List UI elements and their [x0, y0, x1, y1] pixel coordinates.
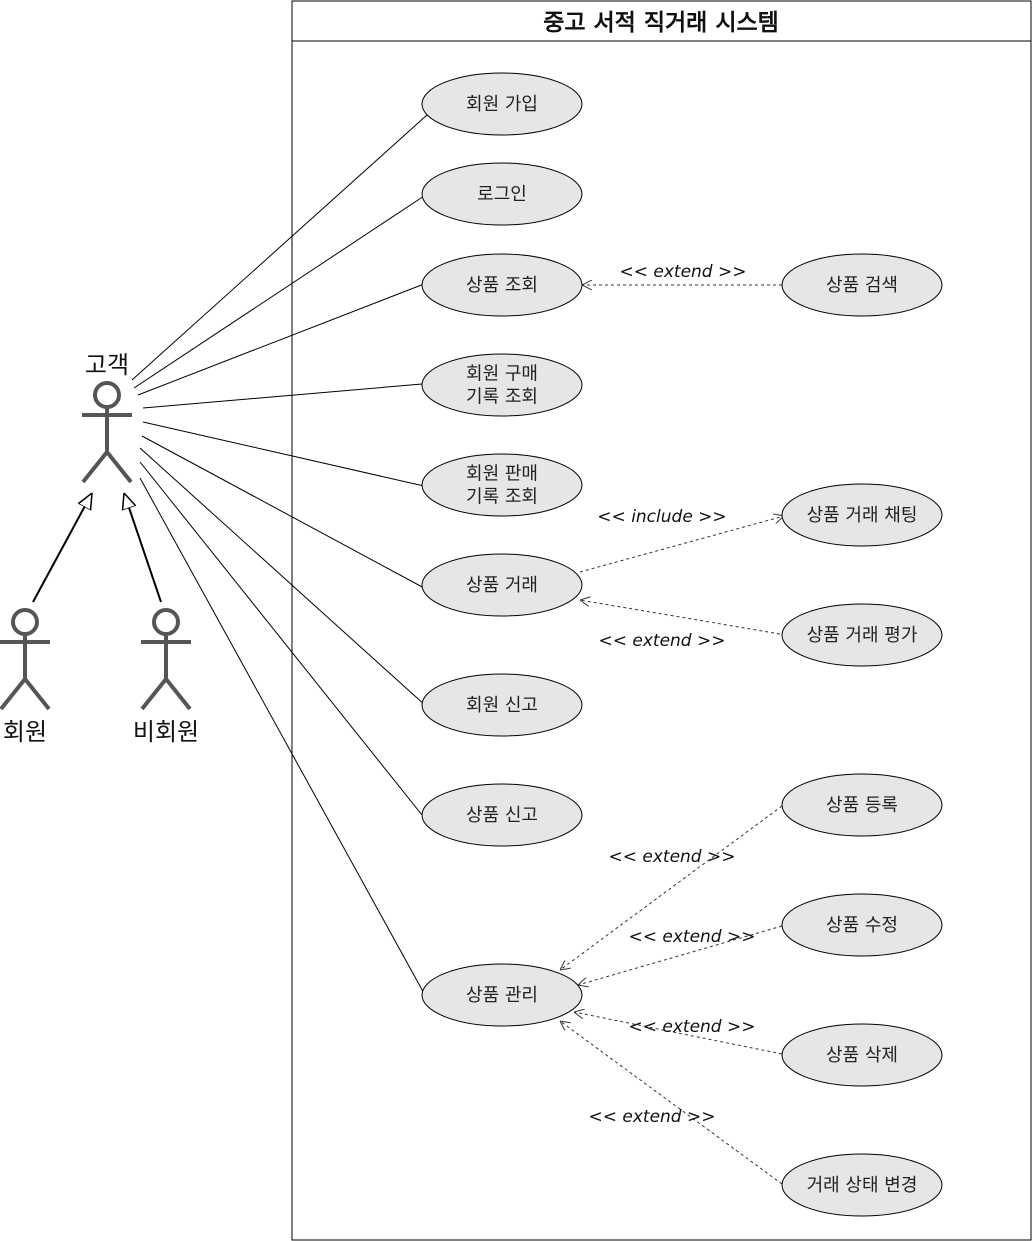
use-case-ellipse	[421, 553, 583, 617]
use-case-label: 상품 조회	[466, 275, 538, 296]
dependency-lines: << extend >> << include >> << extend >> << …	[560, 262, 784, 1185]
use-case-status[interactable]: 거래 상태 변경	[781, 1153, 943, 1217]
use-case-ellipse	[421, 963, 583, 1027]
extend-arrow-status	[560, 1021, 783, 1185]
use-case-label: 회원 신고	[466, 695, 538, 716]
use-case-edit[interactable]: 상품 수정	[781, 893, 943, 957]
use-case-trade[interactable]: 상품 거래	[421, 553, 583, 617]
actor-right-leg	[105, 450, 133, 484]
association-line-view	[137, 283, 425, 396]
use-case-view[interactable]: 상품 조회	[421, 253, 583, 317]
association-line-manage	[139, 477, 427, 998]
extend-label-edit: << extend >>	[629, 927, 756, 947]
include-label-trade: << include >>	[597, 507, 726, 527]
actor-label: 회원	[3, 718, 47, 746]
use-case-label: 상품 수정	[826, 915, 898, 936]
association-lines	[131, 114, 428, 998]
use-case-ellipse	[781, 773, 943, 837]
use-case-ellipse	[421, 783, 583, 847]
use-case-register[interactable]: 상품 등록	[781, 773, 943, 837]
use-case-ellipse	[781, 1023, 943, 1087]
use-case-ellipse	[421, 72, 583, 136]
use-case-report_member[interactable]: 회원 신고	[421, 673, 583, 737]
association-line-report_item	[139, 461, 427, 821]
association-line-trade	[141, 435, 427, 590]
use-case-ellipse	[421, 453, 583, 517]
extend-arrow-register	[560, 805, 783, 970]
association-line-signup	[131, 114, 428, 381]
use-case-label: 기록 조회	[466, 387, 538, 408]
use-case-rate[interactable]: 상품 거래 평가	[781, 603, 943, 667]
use-case-ellipse	[421, 253, 583, 317]
association-line-login	[133, 195, 425, 389]
use-case-label: 상품 관리	[466, 985, 538, 1006]
extend-label-delete: << extend >>	[629, 1017, 756, 1037]
use-case-ellipse	[421, 162, 583, 226]
extend-label-register: << extend >>	[609, 847, 736, 867]
use-case-ellipse	[781, 483, 943, 547]
system-title: 중고 서적 직거래 시스템	[543, 10, 779, 36]
actor-label: 비회원	[133, 718, 199, 746]
use-case-signup[interactable]: 회원 가입	[421, 72, 583, 136]
use-case-label: 상품 거래 평가	[807, 625, 918, 646]
use-case-login[interactable]: 로그인	[421, 162, 583, 226]
generalization-lines	[32, 493, 162, 603]
use-case-search[interactable]: 상품 검색	[781, 253, 943, 317]
use-case-label: 회원 판매	[466, 464, 538, 485]
extend-label-status: << extend >>	[589, 1107, 716, 1127]
use-case-chat[interactable]: 상품 거래 채팅	[781, 483, 943, 547]
actor-customer[interactable]: 고객	[81, 351, 133, 484]
extend-arrow-edit	[578, 925, 783, 985]
actor-member[interactable]: 회원	[0, 608, 51, 746]
actor-right-leg	[164, 677, 192, 711]
actor-head	[11, 608, 39, 636]
use-case-ellipse	[781, 893, 943, 957]
use-case-label: 거래 상태 변경	[807, 1175, 918, 1196]
actor-left-leg	[140, 677, 168, 711]
actor-right-leg	[23, 677, 51, 711]
use-case-label: 상품 등록	[826, 795, 898, 816]
actor-guest[interactable]: 비회원	[133, 608, 199, 746]
use-case-label: 상품 삭제	[826, 1045, 898, 1066]
use-case-ellipse	[421, 353, 583, 417]
member-generalization-arrow	[32, 493, 92, 603]
extend-arrow-rate	[580, 600, 781, 635]
use-case-ellipse	[781, 253, 943, 317]
use-case-report_item[interactable]: 상품 신고	[421, 783, 583, 847]
use-case-ellipse	[781, 1153, 943, 1217]
association-line-report_member	[139, 447, 427, 707]
include-arrow-trade	[579, 516, 784, 573]
actor-head	[93, 381, 121, 409]
use-case-label: 기록 조회	[466, 487, 538, 508]
actor-label: 고객	[85, 351, 129, 379]
use-case-ellipse	[421, 673, 583, 737]
use-case-label: 상품 거래	[466, 575, 538, 596]
use-case-manage[interactable]: 상품 관리	[421, 963, 583, 1027]
use-case-label: 로그인	[477, 184, 527, 205]
extend-label-rate: << extend >>	[599, 631, 726, 651]
extend-arrow-delete	[574, 1012, 783, 1055]
actor-left-leg	[81, 450, 109, 484]
use-case-label: 상품 검색	[826, 275, 898, 296]
actor-left-leg	[0, 677, 27, 711]
use-case-delete[interactable]: 상품 삭제	[781, 1023, 943, 1087]
use-case-label: 상품 거래 채팅	[807, 505, 918, 526]
use-case-label: 상품 신고	[466, 805, 538, 826]
use-case-label: 회원 가입	[466, 94, 538, 115]
actor-head	[152, 608, 180, 636]
guest-generalization-arrow	[124, 493, 162, 603]
use-case-ellipse	[781, 603, 943, 667]
extend-label-search: << extend >>	[620, 262, 747, 282]
association-line-buy_hist	[142, 383, 423, 409]
use-case-label: 회원 구매	[466, 364, 538, 385]
association-line-sell_hist	[142, 421, 425, 487]
